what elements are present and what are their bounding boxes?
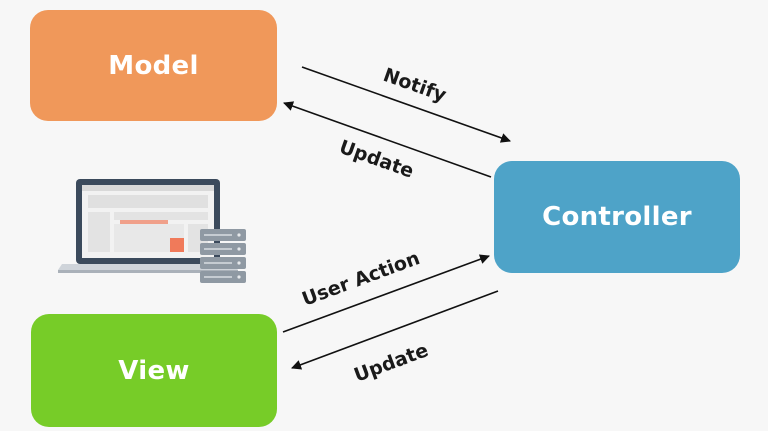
laptop-icon xyxy=(58,179,238,273)
model-label: Model xyxy=(108,50,199,81)
update-to-view-arrow xyxy=(291,290,499,370)
notify-label: Notify xyxy=(380,64,449,107)
update-bottom-label: Update xyxy=(351,339,431,386)
view-box: View xyxy=(31,314,277,427)
controller-box: Controller xyxy=(494,161,740,273)
server-icon xyxy=(200,229,246,283)
model-box: Model xyxy=(30,10,277,121)
update-top-label: Update xyxy=(336,136,416,183)
controller-label: Controller xyxy=(542,202,692,232)
notify-arrow xyxy=(301,66,511,143)
user-action-arrow xyxy=(282,254,490,333)
view-label: View xyxy=(118,355,190,386)
update-to-model-arrow xyxy=(283,101,492,178)
laptop-with-server-icon xyxy=(58,179,246,283)
user-action-label: User Action xyxy=(299,247,423,311)
